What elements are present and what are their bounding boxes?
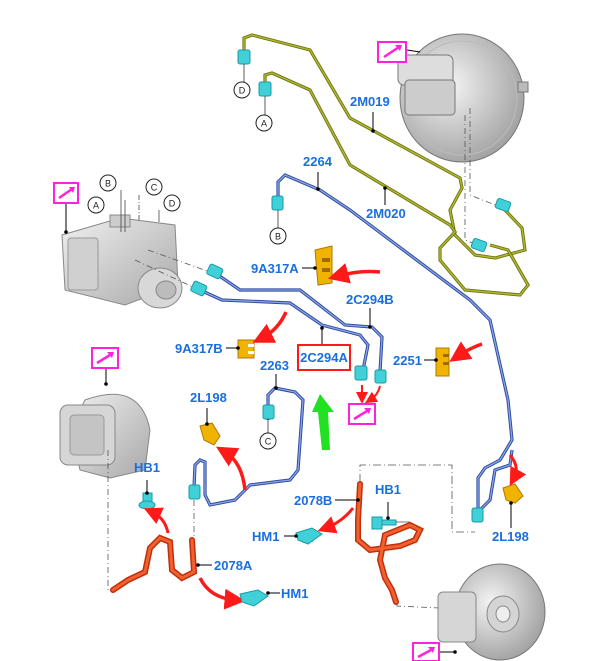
- front-caliper-assembly[interactable]: [59, 393, 151, 479]
- brake-tube-2C294A[interactable]: [199, 288, 370, 371]
- part-label-2078A[interactable]: 2078A: [214, 558, 253, 573]
- part-label-HB1[interactable]: HB1: [375, 482, 401, 497]
- part-label-9A317B[interactable]: 9A317B: [175, 341, 223, 356]
- part-label-2M019[interactable]: 2M019: [350, 94, 390, 109]
- part-label-2251[interactable]: 2251: [393, 353, 422, 368]
- svg-text:C: C: [265, 437, 272, 447]
- clip-2251[interactable]: [435, 347, 450, 377]
- clip-9A317B[interactable]: [237, 339, 255, 359]
- brake-tube-2264[interactable]: [276, 173, 514, 516]
- part-label-9A317A[interactable]: 9A317A: [251, 261, 299, 276]
- svg-text:D: D: [169, 199, 176, 209]
- tube-fitting: [188, 195, 484, 523]
- connector-B: B: [99, 174, 117, 192]
- connector-A: A: [255, 114, 273, 132]
- connector-A: A: [87, 196, 105, 214]
- reference-icon[interactable]: [53, 182, 79, 204]
- bolt-HB1[interactable]: [138, 492, 156, 510]
- part-label-2263[interactable]: 2263: [260, 358, 289, 373]
- connector-D: D: [163, 194, 181, 212]
- part-label-HM1[interactable]: HM1: [281, 586, 308, 601]
- connector-C: C: [259, 432, 277, 450]
- svg-text:2C294A: 2C294A: [300, 350, 348, 365]
- brake-hose-2078B[interactable]: [355, 481, 425, 605]
- reference-icon[interactable]: [412, 642, 440, 661]
- clip-HM1[interactable]: [295, 527, 323, 545]
- svg-text:A: A: [93, 201, 99, 211]
- brake-tube-2M020[interactable]: [263, 71, 530, 297]
- part-label-2C294B[interactable]: 2C294B: [346, 292, 394, 307]
- rear-disc-caliper-assembly[interactable]: [437, 563, 546, 661]
- clip-HM1[interactable]: [239, 589, 269, 607]
- brake-tube-2263[interactable]: [192, 386, 305, 507]
- part-label-2L198[interactable]: 2L198: [190, 390, 227, 405]
- pointer-arrow-icon: [312, 394, 334, 450]
- abs-module[interactable]: [61, 214, 183, 309]
- brake-tube-2M019[interactable]: [242, 33, 527, 260]
- part-label-HM1[interactable]: HM1: [252, 529, 279, 544]
- part-label-HB1[interactable]: HB1: [134, 460, 160, 475]
- svg-text:A: A: [261, 119, 267, 129]
- brake-hose-2078A[interactable]: [110, 534, 198, 593]
- reference-icon[interactable]: [91, 347, 119, 369]
- brake-booster[interactable]: [397, 33, 529, 163]
- part-label-2M020[interactable]: 2M020: [366, 206, 406, 221]
- tube-fitting: [237, 49, 512, 253]
- reference-icon[interactable]: [377, 41, 407, 63]
- svg-text:D: D: [239, 86, 246, 96]
- part-label-2078B[interactable]: 2078B: [294, 493, 332, 508]
- svg-text:B: B: [275, 232, 281, 242]
- clip-9A317A[interactable]: [314, 245, 333, 286]
- reference-icon[interactable]: [348, 403, 376, 425]
- svg-text:B: B: [105, 179, 111, 189]
- svg-text:C: C: [151, 183, 158, 193]
- clip-2L198[interactable]: [199, 422, 221, 446]
- connector-B: B: [269, 227, 287, 245]
- highlighted-part-box[interactable]: 2C294A: [297, 344, 351, 371]
- part-label-2264[interactable]: 2264: [303, 154, 333, 169]
- part-label-2L198[interactable]: 2L198: [492, 529, 529, 544]
- connector-C: C: [145, 178, 163, 196]
- brake-tube-2C294B[interactable]: [217, 273, 384, 373]
- connector-D: D: [233, 81, 251, 99]
- clip-2L198[interactable]: [502, 483, 524, 504]
- bolt-HB1[interactable]: [371, 516, 397, 530]
